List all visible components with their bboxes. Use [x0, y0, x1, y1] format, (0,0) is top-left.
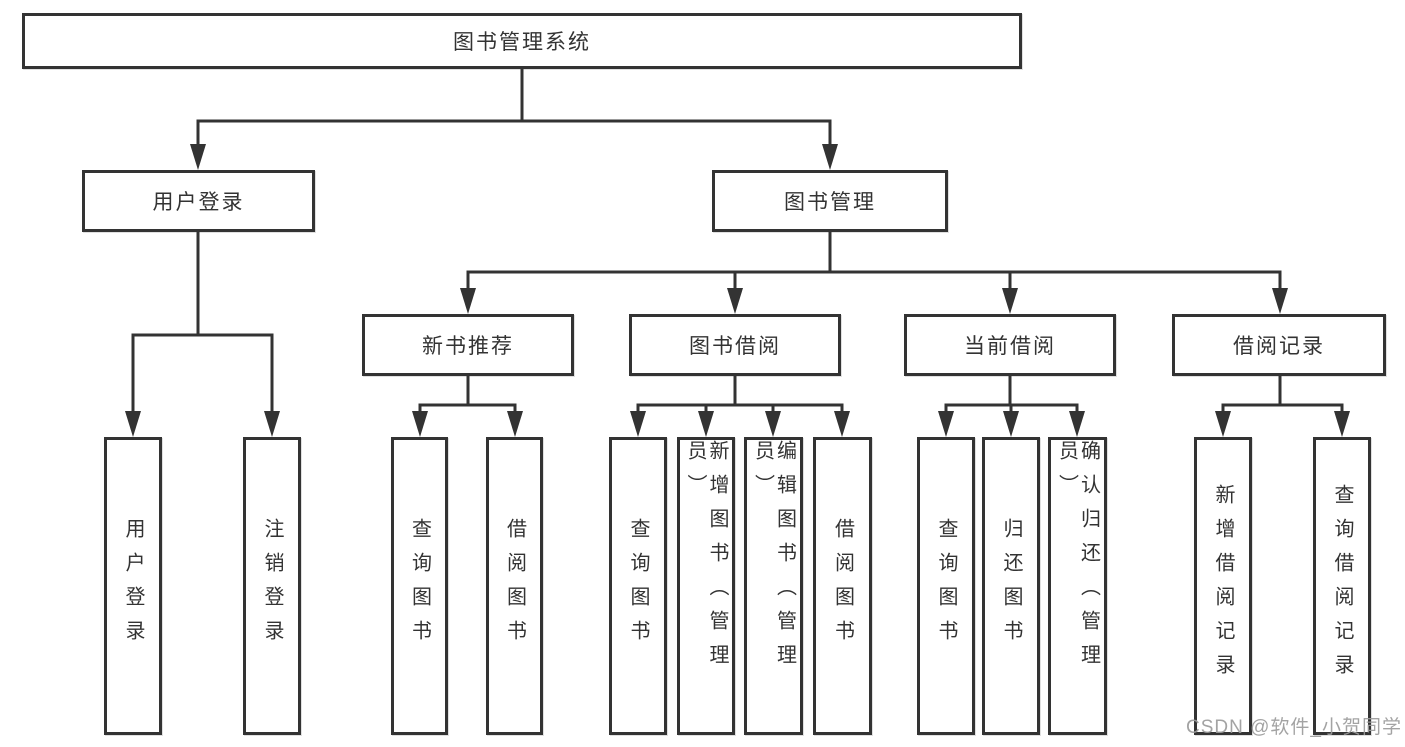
- node-new-book-recommend: 新书推荐: [362, 314, 574, 376]
- leaf-records-add: 新增借阅记录: [1194, 437, 1252, 735]
- node-borrow-records: 借阅记录: [1172, 314, 1386, 376]
- connector-book-mgmt-to-level3: [460, 232, 1288, 314]
- leaf-borrow-book: 借阅图书: [813, 437, 872, 735]
- leaf-logout: 注销登录: [243, 437, 301, 735]
- arrowhead-icon: [727, 288, 743, 314]
- arrowhead-icon: [460, 288, 476, 314]
- leaf-current-query: 查询图书: [917, 437, 975, 735]
- arrowhead-icon: [630, 411, 646, 437]
- arrowhead-icon: [190, 144, 206, 170]
- node-current-borrow: 当前借阅: [904, 314, 1116, 376]
- arrowhead-icon: [1215, 411, 1231, 437]
- arrowhead-icon: [822, 144, 838, 170]
- arrowhead-icon: [264, 411, 280, 437]
- csdn-watermark: CSDN @软件_小贺同学: [1186, 717, 1402, 738]
- node-user-login-module: 用户登录: [82, 170, 315, 232]
- leaf-current-return: 归还图书: [982, 437, 1040, 735]
- arrowhead-icon: [938, 411, 954, 437]
- arrowhead-icon: [125, 411, 141, 437]
- arrowhead-icon: [1069, 411, 1085, 437]
- leaf-borrow-edit-admin: 编辑图书（管理员）: [744, 437, 803, 735]
- node-book-borrow: 图书借阅: [629, 314, 841, 376]
- leaf-user-login: 用户登录: [104, 437, 162, 735]
- leaf-current-confirm-return-admin: 确认归还（管理员）: [1048, 437, 1107, 735]
- leaf-borrow-add-admin: 新增图书（管理员）: [677, 437, 735, 735]
- leaf-records-query: 查询借阅记录: [1313, 437, 1371, 735]
- connector-records-children: [1215, 376, 1350, 437]
- arrowhead-icon: [698, 411, 714, 437]
- arrowhead-icon: [765, 411, 781, 437]
- leaf-newbook-borrow: 借阅图书: [486, 437, 543, 735]
- connector-book-borrow-children: [630, 376, 850, 437]
- connector-root-to-level2: [190, 69, 838, 170]
- connector-user-login-children: [125, 232, 280, 437]
- arrowhead-icon: [507, 411, 523, 437]
- connector-new-book-children: [412, 376, 523, 437]
- arrowhead-icon: [1334, 411, 1350, 437]
- leaf-borrow-query: 查询图书: [609, 437, 667, 735]
- node-book-management-module: 图书管理: [712, 170, 948, 232]
- arrowhead-icon: [834, 411, 850, 437]
- arrowhead-icon: [1002, 288, 1018, 314]
- connector-current-borrow-children: [938, 376, 1085, 437]
- arrowhead-icon: [1272, 288, 1288, 314]
- arrowhead-icon: [412, 411, 428, 437]
- node-root-system: 图书管理系统: [22, 13, 1022, 69]
- arrowhead-icon: [1003, 411, 1019, 437]
- leaf-newbook-query: 查询图书: [391, 437, 448, 735]
